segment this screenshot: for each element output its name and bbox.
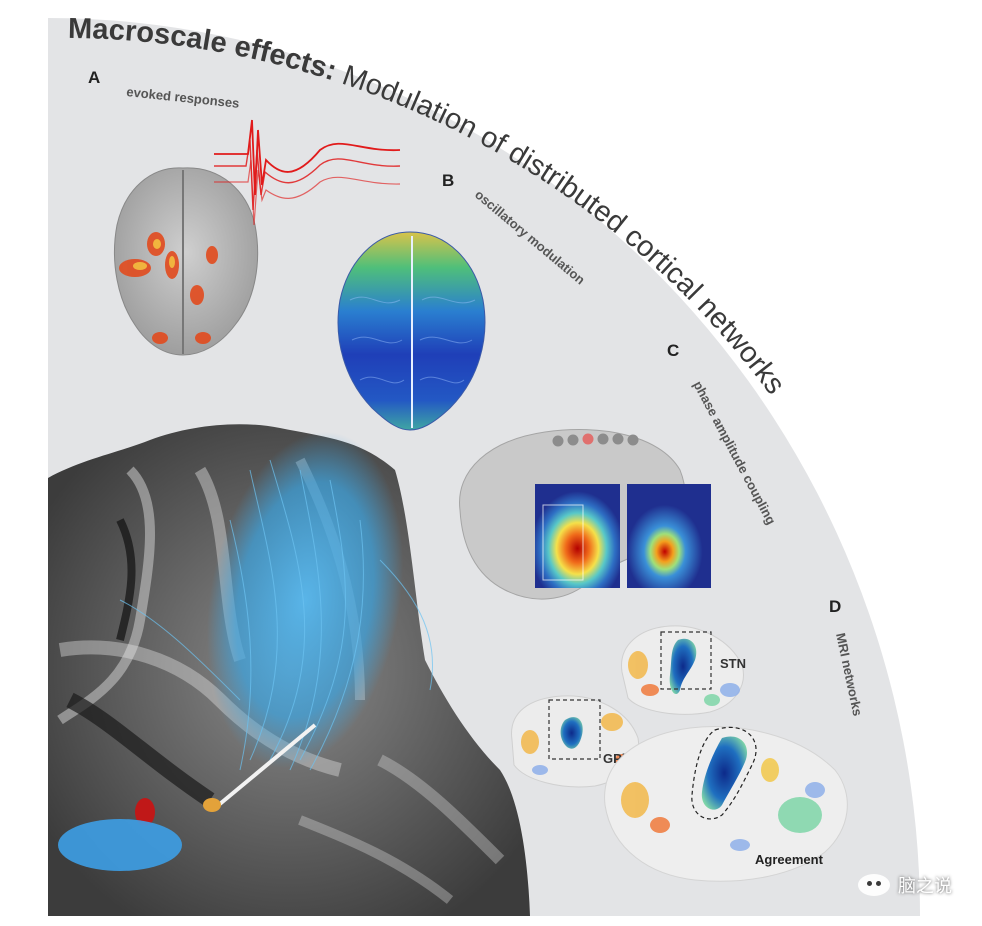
agreement-outline [691,726,757,820]
gpi-blob [560,717,583,749]
pac-heatmap-2 [627,484,711,588]
panel-a-letter: A [88,68,100,87]
tract-bundle [206,431,404,769]
agreement-blob [701,736,748,810]
wechat-icon [858,874,890,896]
dbs-electrode [213,723,317,810]
watermark: 脑之说 [858,872,952,898]
gpi-box [548,699,601,760]
evoked-waveforms [214,119,401,226]
watermark-text: 脑之说 [898,876,952,897]
stn-box [660,631,712,690]
panel-d: D MRI networks STN GPi [511,597,865,882]
stn-structure [203,798,221,812]
brain-dorsal-grey [113,167,259,356]
pac-heatmap-1 [535,484,620,588]
mri-tractography-image [48,424,530,916]
ecog-strip [552,433,639,447]
stn-blob [669,638,697,695]
red-nucleus [135,798,155,826]
agreement-label: Agreement [755,852,824,867]
stn-label: STN [720,656,746,671]
panel-c-letter: C [667,341,679,360]
brain-agreement-map [604,726,848,882]
gpi-structure [58,819,182,871]
panel-b-letter: B [442,171,454,190]
panel-d-letter: D [829,597,841,616]
